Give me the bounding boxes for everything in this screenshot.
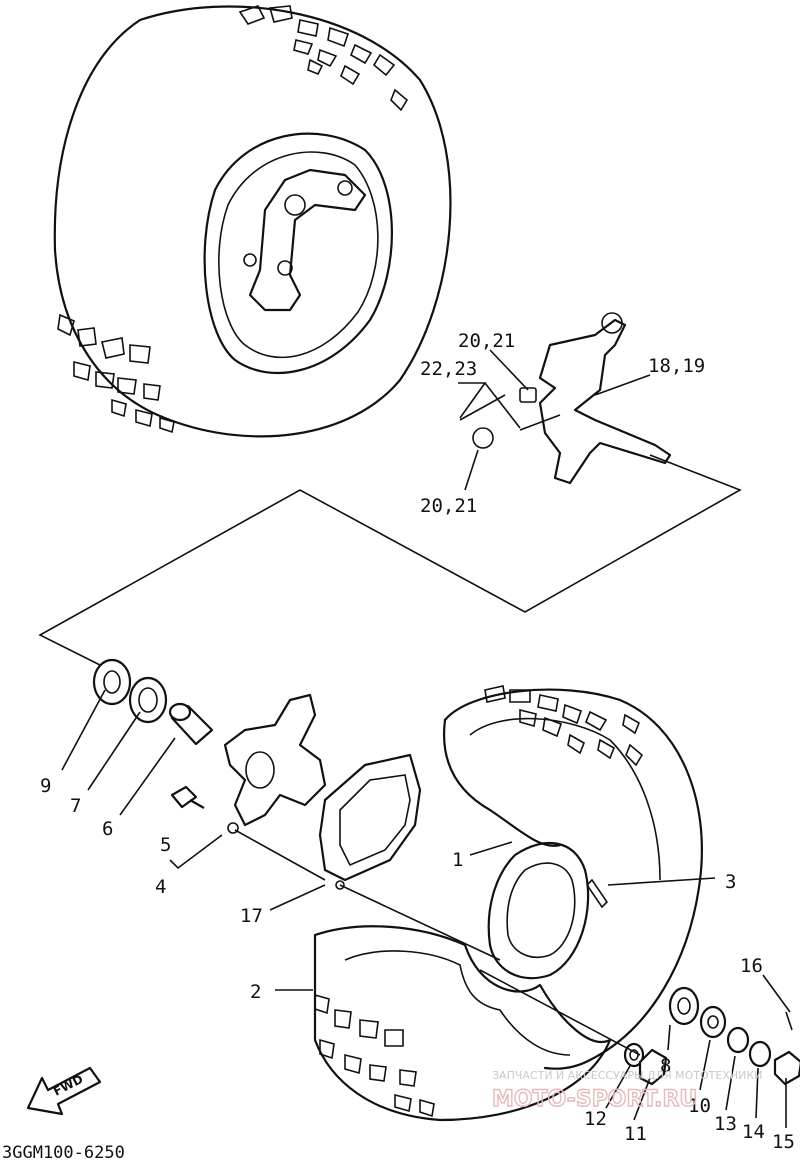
callout-14: 14 bbox=[742, 1121, 765, 1143]
callout-9: 9 bbox=[40, 775, 51, 797]
callout-3: 3 bbox=[725, 871, 736, 893]
callout-12: 12 bbox=[584, 1108, 607, 1130]
callout-13: 13 bbox=[714, 1113, 737, 1135]
callout-5: 5 bbox=[160, 834, 171, 856]
callout-20-21-bottom: 20,21 bbox=[420, 495, 477, 517]
callout-16: 16 bbox=[740, 955, 763, 977]
callout-4: 4 bbox=[155, 876, 166, 898]
watermark-line1: ЗАПЧАСТИ И АКСЕССУАРЫ ДЛЯ МОТОТЕХНИКИ bbox=[492, 1069, 762, 1082]
fwd-arrow-icon: FWD bbox=[26, 1066, 102, 1116]
callout-10: 10 bbox=[688, 1095, 711, 1117]
watermark-line2: MOTO-SPORT.RU bbox=[492, 1087, 697, 1112]
callout-8: 8 bbox=[660, 1055, 671, 1077]
castle-nut-lower-icon bbox=[472, 427, 494, 449]
exploded-components-illustration bbox=[92, 658, 800, 1122]
callout-7: 7 bbox=[70, 795, 81, 817]
callout-1: 1 bbox=[452, 849, 463, 871]
callout-2: 2 bbox=[250, 981, 261, 1003]
steering-knuckle-illustration bbox=[459, 312, 672, 485]
diagram-code: 3GGM100-6250 bbox=[2, 1143, 125, 1162]
callout-15: 15 bbox=[772, 1131, 795, 1153]
callout-labels: 9 7 6 5 4 17 1 3 2 16 8 10 13 14 15 12 1… bbox=[40, 330, 795, 1153]
callout-6: 6 bbox=[102, 818, 113, 840]
assembled-wheel-illustration bbox=[53, 5, 452, 438]
callout-22-23: 22,23 bbox=[420, 358, 477, 380]
callout-17: 17 bbox=[240, 905, 263, 927]
callout-18-19: 18,19 bbox=[648, 355, 705, 377]
callout-20-21-top: 20,21 bbox=[458, 330, 515, 352]
watermark: ЗАПЧАСТИ И АКСЕССУАРЫ ДЛЯ МОТОТЕХНИКИ MO… bbox=[491, 1069, 762, 1113]
castle-nut-upper-icon bbox=[519, 387, 537, 403]
callout-11: 11 bbox=[624, 1123, 647, 1145]
leader-lines bbox=[61, 449, 791, 1128]
